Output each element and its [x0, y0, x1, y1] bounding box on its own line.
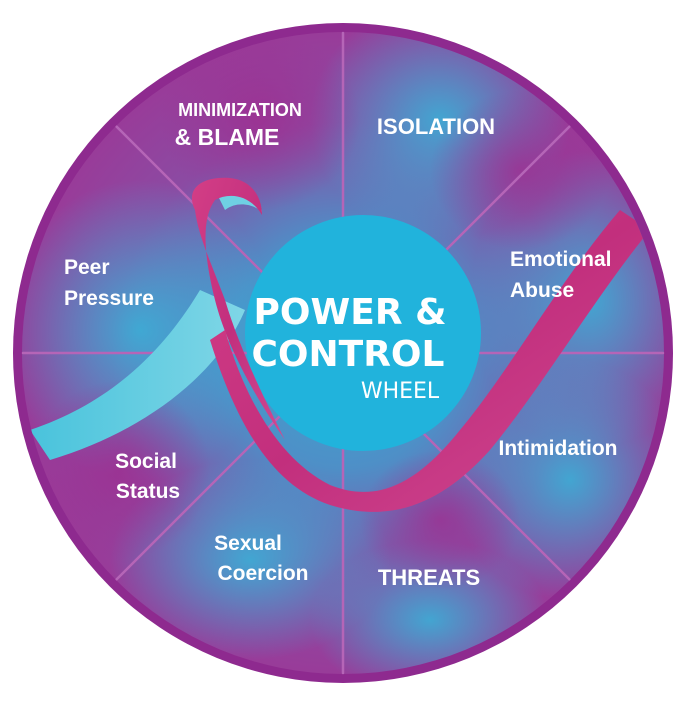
label-emotional-abuse-line2: Abuse — [510, 279, 574, 302]
center-title-line3: WHEEL — [361, 379, 440, 404]
center-title-line2: CONTROL — [252, 334, 445, 375]
label-peer-pressure-line2: Pressure — [64, 287, 154, 310]
label-minimization-line2: & BLAME — [175, 124, 280, 150]
label-social-status-line2: Status — [116, 480, 180, 503]
label-minimization-line1: MINIMIZATION — [178, 100, 302, 120]
label-sexual-coercion-line2: Coercion — [217, 562, 308, 585]
label-intimidation: Intimidation — [499, 437, 618, 460]
label-peer-pressure-line1: Peer — [64, 256, 110, 279]
center-title-line1: POWER & — [254, 292, 447, 333]
label-social-status-line1: Social — [115, 450, 177, 473]
center-hub — [245, 215, 481, 451]
label-isolation: ISOLATION — [377, 114, 495, 139]
awareness-ribbon — [191, 177, 650, 512]
label-sexual-coercion-line1: Sexual — [214, 532, 282, 555]
ribbon-blue-tail — [30, 290, 245, 460]
label-threats: THREATS — [378, 565, 480, 590]
label-emotional-abuse-line1: Emotional — [510, 248, 612, 271]
